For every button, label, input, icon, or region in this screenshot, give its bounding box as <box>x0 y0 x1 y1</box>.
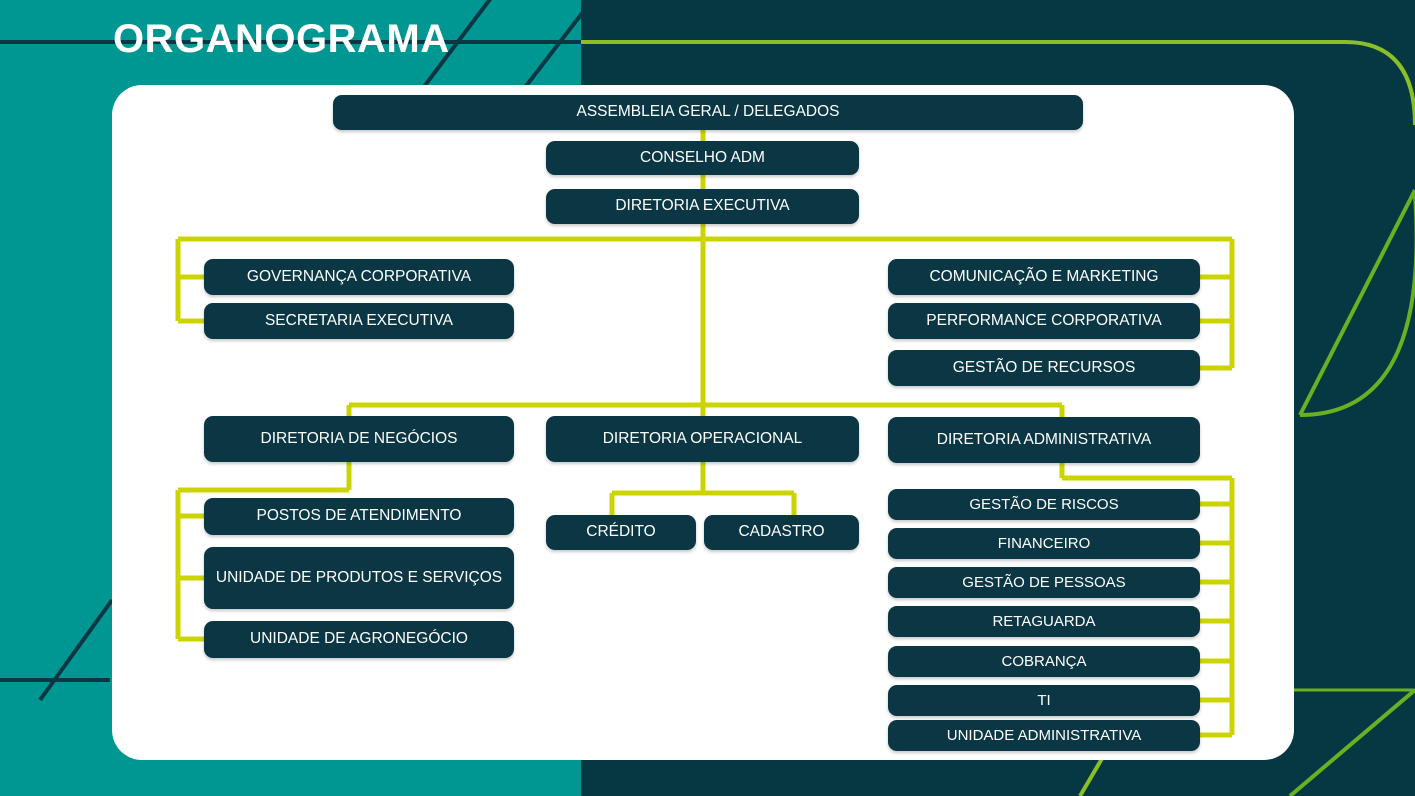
node-credito[interactable]: CRÉDITO <box>546 515 696 550</box>
node-financeiro[interactable]: FINANCEIRO <box>888 528 1200 559</box>
node-cobranca[interactable]: COBRANÇA <box>888 646 1200 677</box>
node-assembleia-geral[interactable]: ASSEMBLEIA GERAL / DELEGADOS <box>333 95 1083 130</box>
page-title: ORGANOGRAMA <box>113 17 450 61</box>
decor-green-diagonal-1 <box>1298 189 1415 416</box>
node-unidade-administrativa[interactable]: UNIDADE ADMINISTRATIVA <box>888 720 1200 751</box>
decor-green-curve-top <box>581 40 1415 126</box>
node-retaguarda[interactable]: RETAGUARDA <box>888 606 1200 637</box>
node-postos-de-atendimento[interactable]: POSTOS DE ATENDIMENTO <box>204 498 514 535</box>
node-diretoria-operacional[interactable]: DIRETORIA OPERACIONAL <box>546 416 859 462</box>
decor-green-curve-right <box>1299 195 1415 417</box>
node-diretoria-administrativa[interactable]: DIRETORIA ADMINISTRATIVA <box>888 417 1200 463</box>
decor-green-diagonal-2 <box>1288 688 1415 796</box>
decor-diagonal-3 <box>38 598 114 702</box>
node-unidade-agronegocio[interactable]: UNIDADE DE AGRONEGÓCIO <box>204 621 514 658</box>
node-conselho-adm[interactable]: CONSELHO ADM <box>546 141 859 175</box>
node-ti[interactable]: TI <box>888 685 1200 716</box>
node-gestao-de-pessoas[interactable]: GESTÃO DE PESSOAS <box>888 567 1200 598</box>
node-gestao-de-recursos[interactable]: GESTÃO DE RECURSOS <box>888 350 1200 386</box>
node-comunicacao-marketing[interactable]: COMUNICAÇÃO E MARKETING <box>888 259 1200 295</box>
node-unidade-produtos-servicos[interactable]: UNIDADE DE PRODUTOS E SERVIÇOS <box>204 547 514 609</box>
node-performance-corporativa[interactable]: PERFORMANCE CORPORATIVA <box>888 303 1200 339</box>
node-diretoria-executiva[interactable]: DIRETORIA EXECUTIVA <box>546 189 859 224</box>
node-cadastro[interactable]: CADASTRO <box>704 515 859 550</box>
node-secretaria-executiva[interactable]: SECRETARIA EXECUTIVA <box>204 303 514 339</box>
node-governanca-corporativa[interactable]: GOVERNANÇA CORPORATIVA <box>204 259 514 295</box>
node-gestao-de-riscos[interactable]: GESTÃO DE RISCOS <box>888 489 1200 520</box>
node-diretoria-de-negocios[interactable]: DIRETORIA DE NEGÓCIOS <box>204 416 514 462</box>
